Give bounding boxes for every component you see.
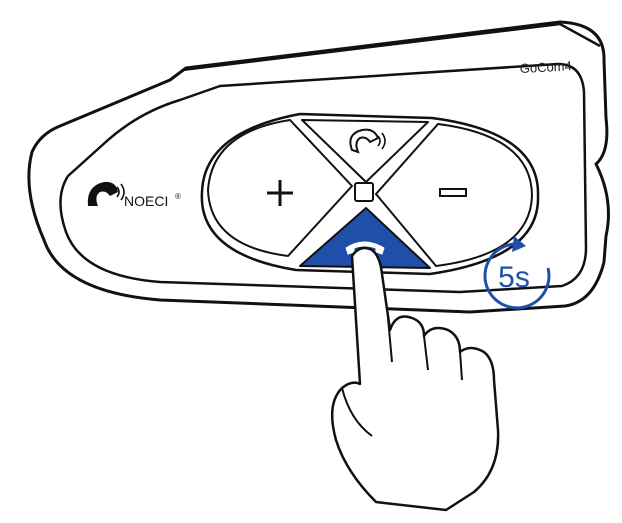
device-top-ridge	[181, 22, 601, 72]
pointing-hand-icon	[330, 246, 500, 512]
arrow-head-icon	[512, 236, 526, 252]
top-button[interactable]	[301, 119, 429, 183]
brand-logo: NOECI ®	[87, 181, 181, 209]
clockwise-arrow-icon	[483, 242, 551, 310]
signal-waves-icon	[377, 132, 386, 150]
knuckle-line	[387, 317, 393, 363]
minus-icon	[439, 188, 467, 197]
model-label: GoCom4	[519, 58, 572, 76]
plus-icon	[267, 180, 293, 206]
brand-name: NOECI	[124, 193, 168, 209]
phone-icon	[345, 241, 385, 255]
knuckle-line	[459, 351, 463, 381]
knuckle-line	[423, 335, 429, 371]
brand-registered-mark: ®	[175, 192, 181, 201]
noeci-logo-icon	[349, 128, 380, 154]
thumb-line	[341, 387, 373, 437]
signal-waves-icon	[116, 183, 125, 201]
center-button[interactable]	[354, 182, 374, 202]
noeci-logo-icon	[87, 181, 118, 206]
timer-indicator: 5s	[483, 236, 551, 310]
timer-label: 5s	[498, 261, 530, 294]
